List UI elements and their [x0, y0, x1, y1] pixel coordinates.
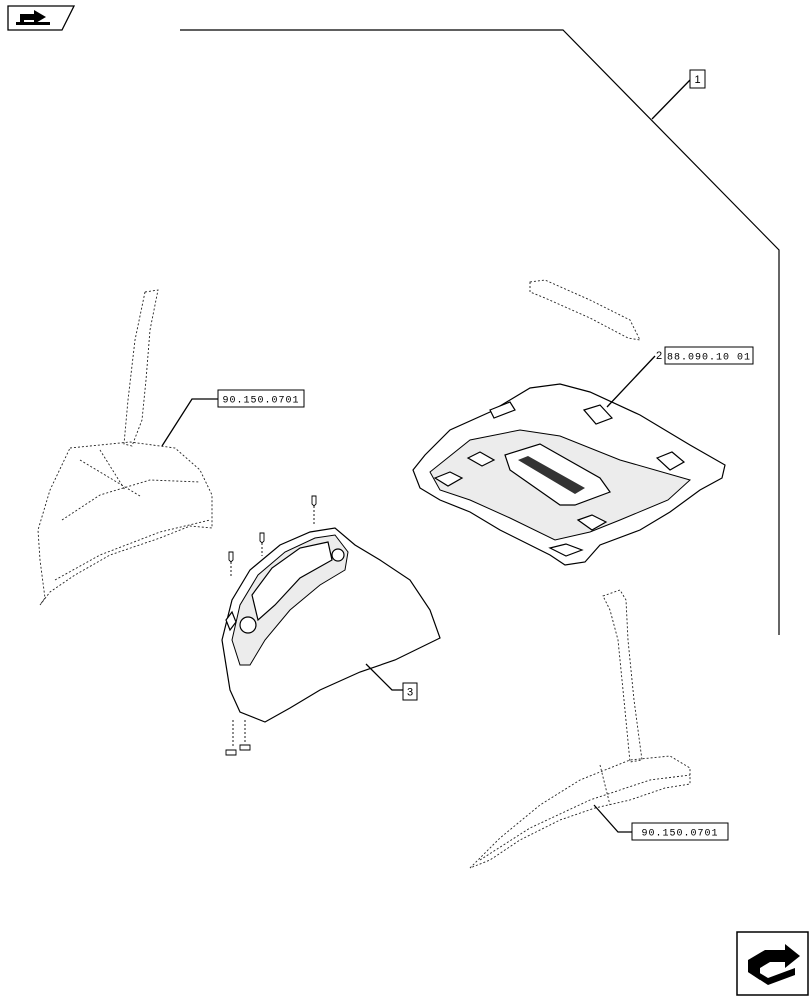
- roof-ghost-strip: [529, 279, 641, 341]
- ref-lower-right-text: 90.150.0701: [641, 829, 718, 840]
- left-ghost-pillar-panel: [37, 289, 213, 606]
- callout-box-3[interactable]: [402, 682, 418, 701]
- center-trim-panel: [221, 527, 441, 723]
- leader-item-2: [606, 355, 656, 408]
- assembly-frame-line: [180, 29, 780, 635]
- leader-ref-upper-left: [161, 398, 218, 447]
- panel-screws: [225, 495, 317, 756]
- ref-roof-text: 88.090.10 01: [667, 353, 751, 364]
- ref-box-roof[interactable]: [664, 346, 754, 365]
- book-arrow-icon[interactable]: [7, 5, 76, 31]
- callout-item-1: 1: [694, 74, 700, 86]
- leader-item-3: [365, 663, 403, 691]
- ref-upper-left-text: 90.150.0701: [222, 396, 299, 407]
- callout-item-3: 3: [407, 687, 413, 699]
- right-ghost-pillar-panel: [469, 589, 691, 869]
- roof-headliner: [412, 383, 726, 566]
- next-page-arrow-icon[interactable]: [736, 931, 809, 996]
- ref-box-lower-right[interactable]: [631, 822, 729, 841]
- ref-box-upper-left[interactable]: [217, 389, 305, 408]
- leader-item-1: [651, 79, 691, 120]
- callout-item-2: 2: [656, 350, 662, 362]
- callout-box-1[interactable]: [689, 69, 706, 89]
- leader-ref-lower-right: [593, 804, 632, 833]
